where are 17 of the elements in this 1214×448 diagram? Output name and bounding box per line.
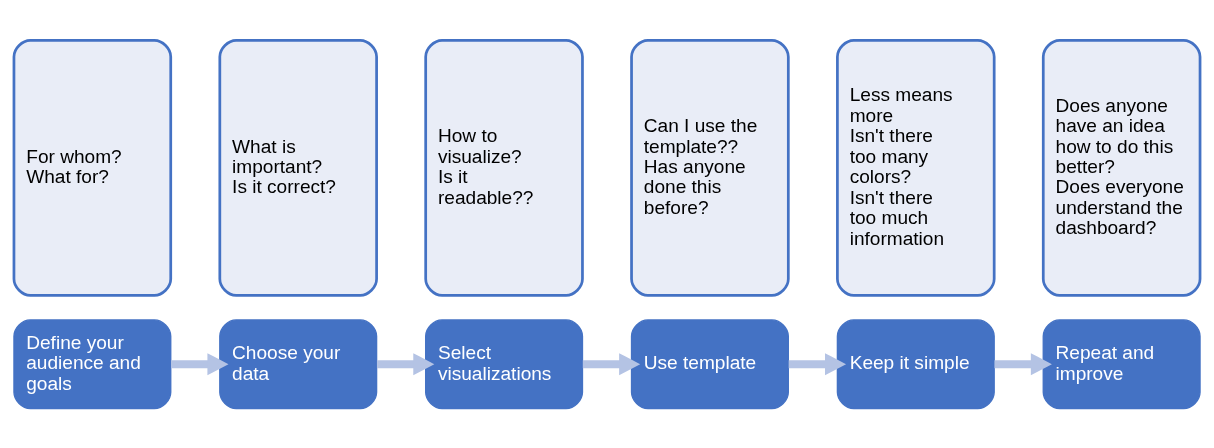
- node-box: Can I use the template?? Has anyone done this before?: [630, 38, 790, 297]
- node-box: Select visualizations: [425, 318, 584, 409]
- node-box: Keep it simple: [836, 318, 995, 409]
- node-box: Use template: [630, 318, 789, 409]
- node-box: How to visualize? Is it readable??: [424, 38, 584, 297]
- arrow: [994, 352, 1052, 375]
- node-box: Less means more Isn't there too many colors? Isn't there too much information: [836, 38, 996, 297]
- node-box: Does anyone have an idea how to do this better? Does everyone understand the dashboard?: [1041, 38, 1202, 297]
- node-box: Choose your data: [219, 318, 378, 409]
- node-box: Define your audience and goals: [13, 318, 172, 409]
- arrow: [376, 352, 435, 375]
- arrow: [582, 352, 641, 375]
- arrow: [788, 352, 847, 375]
- node-box: What is important? Is it correct?: [218, 38, 378, 297]
- node-box: Repeat and improve: [1042, 318, 1201, 409]
- node-box: For whom? What for?: [12, 38, 173, 297]
- arrow: [171, 352, 229, 375]
